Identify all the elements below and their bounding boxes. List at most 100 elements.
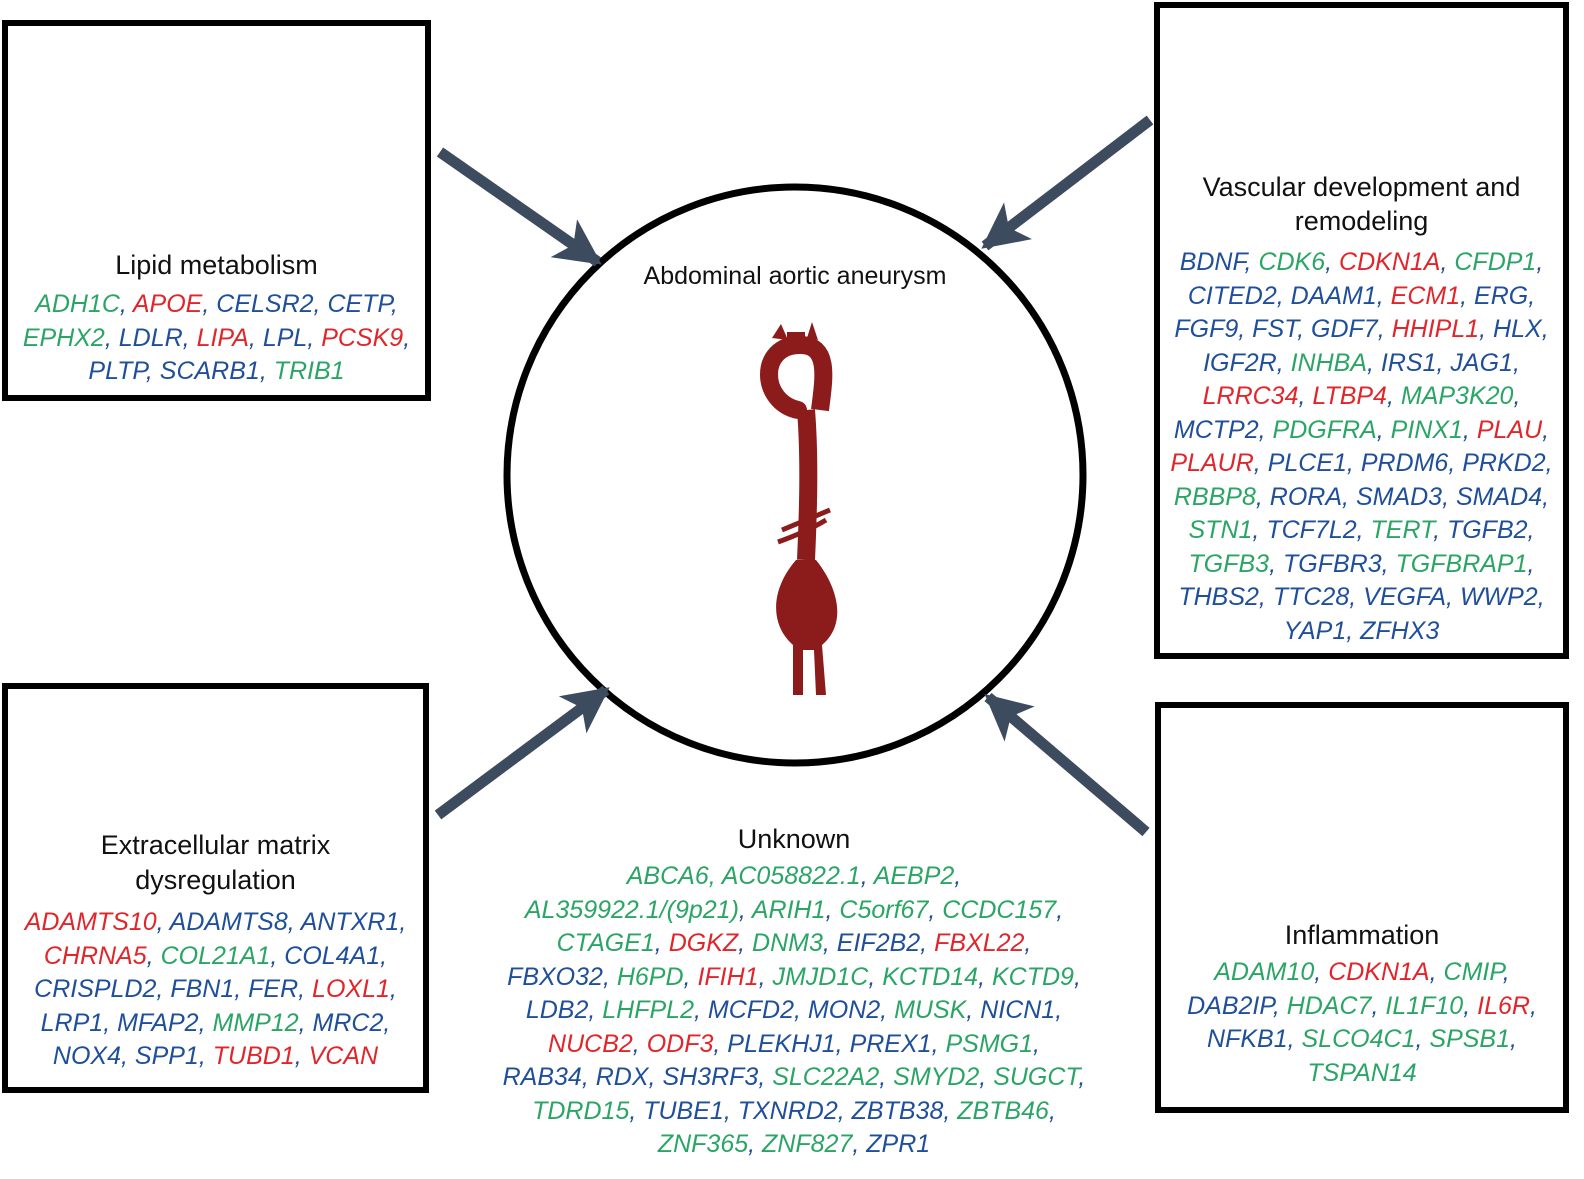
separator: ,: [1376, 281, 1391, 310]
arrow-lipid-to-center: [436, 147, 602, 267]
gene-line: PLTP, SCARB1, TRIB1: [2, 355, 431, 389]
gene-line: TGFB3, TGFBR3, TGFBRAP1,: [1154, 548, 1569, 582]
gene-line: FGF9, FST, GDF7, HHIPL1, HLX,: [1154, 313, 1569, 347]
gene-name: ODF3: [646, 1029, 714, 1058]
gene-name: LRRC34: [1202, 382, 1299, 410]
separator: ,: [738, 895, 752, 924]
separator: ,: [1436, 348, 1451, 377]
gene-name: THBS2: [1178, 583, 1259, 611]
gene-name: CTAGE1: [556, 929, 655, 957]
gene-name: GDF7: [1311, 315, 1378, 343]
gene-name: TXNRD2: [737, 1096, 838, 1125]
gene-name: PINX1: [1390, 415, 1463, 444]
gene-name: ZNF827: [762, 1130, 853, 1158]
panel-title: Inflammation: [1284, 920, 1440, 950]
gene-line: DAB2IP, HDAC7, IL1F10, IL6R,: [1155, 990, 1569, 1024]
separator: ,: [920, 929, 935, 957]
center-label: Abdominal aortic aneurysm: [643, 262, 947, 290]
gene-name: RDX: [595, 1063, 649, 1091]
separator: ,: [145, 357, 160, 385]
separator: ,: [287, 908, 301, 936]
gene-name: FBXO32: [507, 962, 603, 991]
separator: ,: [1349, 583, 1364, 611]
center-circle: [503, 183, 1087, 767]
separator: ,: [943, 1096, 958, 1125]
gene-name: HLX: [1493, 315, 1542, 343]
separator: ,: [1536, 248, 1544, 276]
gene-name: IL6R: [1477, 991, 1530, 1020]
separator: ,: [748, 1130, 763, 1158]
gene-name: CRISPLD2: [34, 975, 157, 1003]
arrow-inflammation-to-center: [984, 692, 1150, 837]
separator: ,: [1442, 482, 1456, 511]
gene-name: CDKN1A: [1328, 958, 1430, 986]
separator: ,: [1462, 415, 1477, 444]
gene-line: TSPAN14: [1155, 1057, 1569, 1091]
gene-name: TRIB1: [273, 357, 345, 385]
gene-name: RORA: [1269, 482, 1343, 511]
gene-name: SLC22A2: [772, 1063, 880, 1091]
panel-title-line-1: Vascular development and: [1202, 172, 1521, 202]
gene-name: TGFBRAP1: [1395, 549, 1528, 578]
gene-line: YAP1, ZFHX3: [1154, 615, 1569, 649]
gene-list: BDNF, CDK6, CDKN1A, CFDP1,CITED2, DAAM1,…: [1154, 246, 1569, 648]
gene-name: PLAU: [1476, 415, 1543, 444]
gene-name: SMYD2: [893, 1063, 980, 1091]
gene-name: TDRD15: [532, 1096, 630, 1125]
separator: ,: [694, 996, 708, 1024]
gene-name: MFAP2: [117, 1008, 199, 1037]
gene-name: CITED2: [1187, 281, 1277, 310]
gene-line: NUCB2, ODF3, PLEKHJ1, PREX1, PSMG1,: [444, 1028, 1144, 1062]
separator: ,: [1258, 583, 1273, 611]
gene-line: ADAMTS10, ADAMTS8, ANTXR1,: [2, 906, 429, 940]
gene-line: ZNF365, ZNF827, ZPR1: [444, 1128, 1144, 1162]
gene-line: THBS2, TTC28, VEGFA, WWP2,: [1154, 581, 1569, 615]
separator: ,: [588, 996, 603, 1024]
separator: ,: [1541, 315, 1549, 343]
gene-name: LOXL1: [312, 975, 390, 1003]
gene-name: CDK6: [1258, 248, 1326, 276]
gene-name: VEGFA: [1363, 583, 1447, 611]
unknown-gene-list: ABCA6, AC058822.1, AEBP2,AL359922.1/(9p2…: [444, 860, 1144, 1162]
gene-name: SCARB1: [159, 357, 260, 385]
gene-name: SH3RF3: [662, 1063, 759, 1091]
separator: ,: [1386, 382, 1401, 410]
gene-name: ZNF365: [657, 1130, 749, 1158]
separator: ,: [383, 1008, 391, 1037]
gene-name: KCTD9: [992, 962, 1074, 991]
gene-name: PLEKHJ1: [727, 1029, 836, 1058]
separator: ,: [1367, 348, 1381, 377]
extracellular-matrix-panel: Extracellular matrix dysregulation ADAMT…: [2, 683, 429, 1093]
separator: ,: [1297, 315, 1311, 343]
separator: ,: [1537, 583, 1545, 611]
gene-name: MUSK: [894, 996, 967, 1024]
separator: ,: [1529, 991, 1537, 1020]
separator: ,: [654, 929, 669, 957]
gene-name: LTBP4: [1312, 382, 1387, 410]
separator: ,: [1073, 962, 1081, 991]
lipid-metabolism-panel: Lipid metabolism ADH1C, APOE, CELSR2, CE…: [2, 20, 431, 401]
gene-line: MCTP2, PDGFRA, PINX1, PLAU,: [1154, 414, 1569, 448]
separator: ,: [632, 1029, 647, 1058]
separator: ,: [1287, 1025, 1302, 1053]
separator: ,: [1033, 1029, 1040, 1058]
separator: ,: [380, 941, 388, 970]
gene-name: BDNF: [1179, 248, 1245, 276]
gene-name: FST: [1252, 315, 1298, 343]
separator: ,: [1377, 315, 1392, 343]
separator: ,: [835, 1029, 850, 1058]
gene-line: LRRC34, LTBP4, MAP3K20,: [1154, 380, 1569, 414]
gene-line: RBBP8, RORA, SMAD3, SMAD4,: [1154, 481, 1569, 515]
separator: ,: [648, 1063, 663, 1091]
gene-line: NFKB1, SLCO4C1, SPSB1,: [1155, 1023, 1569, 1057]
gene-name: SPP1: [134, 1042, 199, 1070]
gene-line: STN1, TCF7L2, TERT, TGFB2,: [1154, 514, 1569, 548]
separator: ,: [307, 323, 322, 352]
separator: ,: [103, 1008, 118, 1037]
separator: ,: [758, 1063, 773, 1091]
gene-name: SPSB1: [1429, 1025, 1510, 1053]
gene-name: NICN1: [980, 996, 1056, 1024]
gene-line: BDNF, CDK6, CDKN1A, CFDP1,: [1154, 246, 1569, 280]
gene-name: C5orf67: [839, 895, 929, 924]
gene-name: PRDM6: [1360, 449, 1449, 477]
